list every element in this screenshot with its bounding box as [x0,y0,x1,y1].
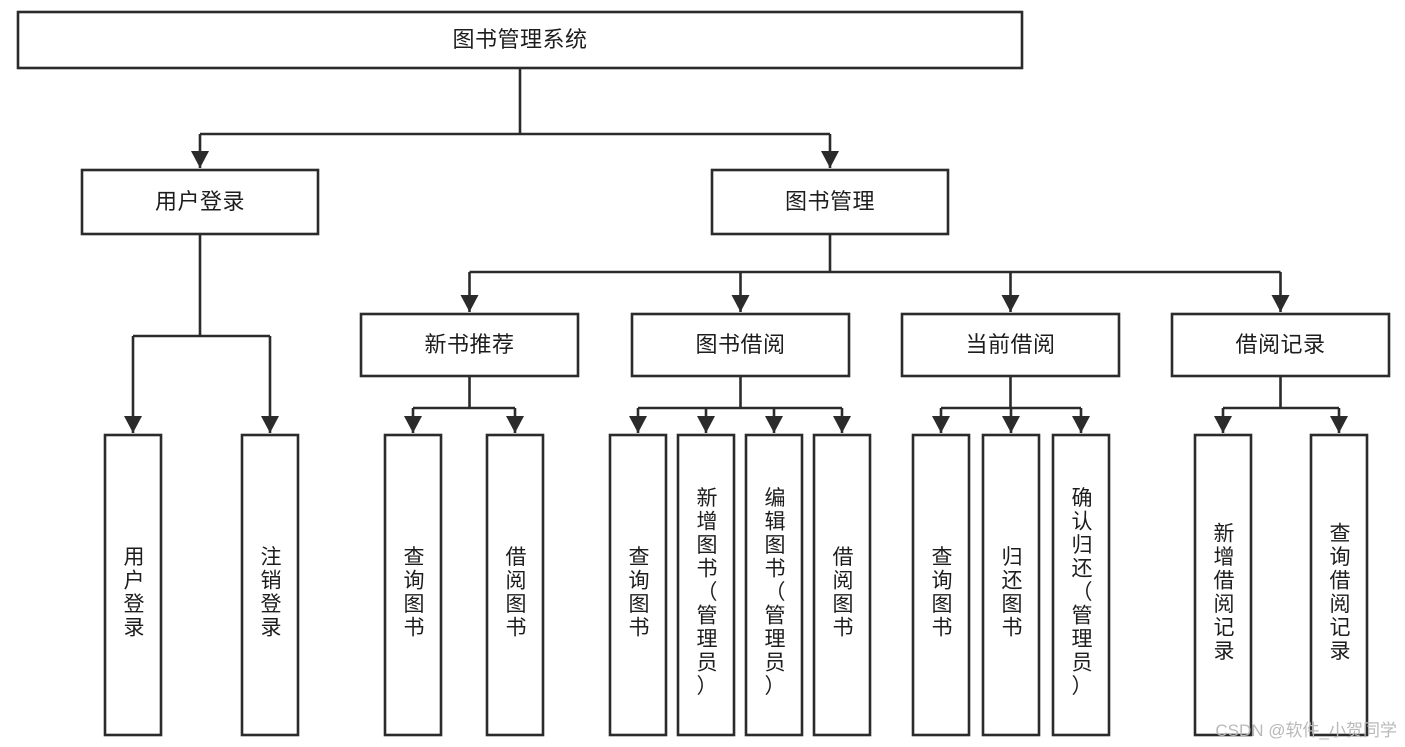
arrow-head-icon [506,416,524,433]
node-leaf-borrow-book-rec[interactable]: 借阅图书 [485,433,545,737]
arrow-head-icon [1214,416,1232,433]
arrow-head-icon [731,295,750,312]
arrow-head-icon [697,416,715,433]
leaf-label: 借阅图书 [833,546,854,640]
watermark-text: CSDN @软件_小贺同学 [1215,721,1397,740]
node-label: 用户登录 [155,189,245,214]
node-label: 新书推荐 [424,332,514,357]
arrow-head-icon [261,416,279,433]
arrow-head-icon [1002,416,1020,433]
node-label: 借阅记录 [1235,332,1325,357]
node-borrow-record[interactable]: 借阅记录 [1170,312,1391,378]
node-new-book-recommend[interactable]: 新书推荐 [359,312,580,378]
leaf-label: 确认归还（管理员） [1072,487,1093,698]
edges-layer [124,68,1348,433]
node-leaf-query-borrow-record[interactable]: 查询借阅记录 [1309,433,1369,737]
leaf-label: 查询图书 [932,546,953,640]
arrow-head-icon [460,295,479,312]
leaf-label: 归还图书 [1002,546,1023,640]
leaf-label: 借阅图书 [506,546,527,640]
node-label: 当前借阅 [965,332,1055,357]
leaf-label: 查询图书 [404,546,425,640]
node-leaf-query-book-rec[interactable]: 查询图书 [383,433,443,737]
node-label: 图书管理 [785,189,875,214]
node-book-borrow[interactable]: 图书借阅 [630,312,851,378]
leaf-label: 注销登录 [261,546,282,640]
leaf-label: 用户登录 [124,546,145,640]
arrow-head-icon [821,151,839,168]
node-label: 图书借阅 [695,332,785,357]
node-leaf-user-logout[interactable]: 注销登录 [240,433,300,737]
node-leaf-add-borrow-record[interactable]: 新增借阅记录 [1193,433,1253,737]
node-leaf-return-book[interactable]: 归还图书 [981,433,1041,737]
arrow-head-icon [124,416,142,433]
node-leaf-query-book-cur[interactable]: 查询图书 [911,433,971,737]
node-leaf-query-book-borrow[interactable]: 查询图书 [608,433,668,737]
arrow-head-icon [765,416,783,433]
arrow-head-icon [629,416,647,433]
arrow-head-icon [1072,416,1090,433]
arrow-head-icon [1001,295,1020,312]
node-current-borrow[interactable]: 当前借阅 [900,312,1121,378]
arrow-head-icon [833,416,851,433]
leaf-label: 查询图书 [629,546,650,640]
arrow-head-icon [404,416,422,433]
node-leaf-user-login[interactable]: 用户登录 [103,433,163,737]
nodes-layer: 图书管理系统用户登录图书管理新书推荐图书借阅当前借阅借阅记录用户登录注销登录查询… [16,10,1391,737]
node-user-login[interactable]: 用户登录 [80,168,320,236]
node-label: 图书管理系统 [452,27,587,52]
arrow-head-icon [1330,416,1348,433]
arrow-head-icon [1271,295,1290,312]
arrow-head-icon [932,416,950,433]
leaf-label: 新增图书（管理员） [697,487,718,698]
node-leaf-borrow-book[interactable]: 借阅图书 [812,433,872,737]
leaf-label: 新增借阅记录 [1214,522,1235,663]
node-book-manage[interactable]: 图书管理 [710,168,950,236]
node-leaf-confirm-return-admin[interactable]: 确认归还（管理员） [1051,433,1111,737]
node-root-root[interactable]: 图书管理系统 [16,10,1024,70]
node-leaf-add-book-admin[interactable]: 新增图书（管理员） [676,433,736,737]
node-leaf-edit-book-admin[interactable]: 编辑图书（管理员） [744,433,804,737]
leaf-label: 查询借阅记录 [1330,522,1351,663]
leaf-label: 编辑图书（管理员） [765,487,786,698]
arrow-head-icon [191,151,209,168]
